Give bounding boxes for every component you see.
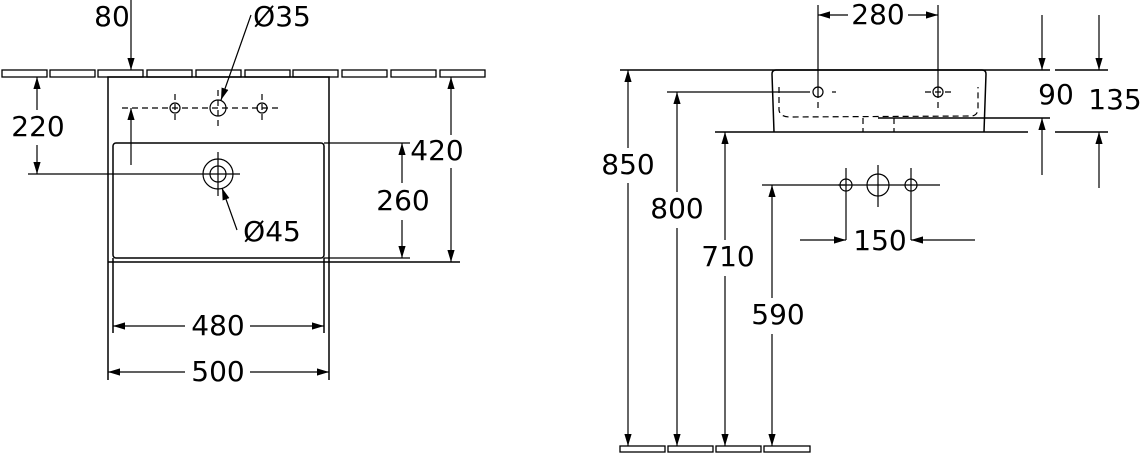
dim-150: 150 bbox=[853, 224, 906, 257]
basin-outline bbox=[107, 76, 460, 380]
dim-tap-hole-diameter: Ø35 bbox=[253, 0, 311, 33]
dim-260: 260 bbox=[376, 184, 429, 217]
dim-480: 480 bbox=[191, 309, 244, 342]
dim-420: 420 bbox=[410, 134, 463, 167]
drain-hole bbox=[28, 152, 240, 196]
dim-710: 710 bbox=[701, 240, 754, 273]
dim-90: 90 bbox=[1038, 78, 1074, 111]
basin-profile bbox=[771, 69, 987, 133]
dim-135: 135 bbox=[1088, 83, 1140, 116]
dim-850: 850 bbox=[601, 148, 654, 181]
wall-tap-holes bbox=[838, 165, 940, 240]
dim-drain-diameter: Ø45 bbox=[243, 215, 301, 248]
dim-590: 590 bbox=[751, 298, 804, 331]
side-view: 280 90 135 850 800 710 590 bbox=[601, 0, 1140, 453]
wall-tiles bbox=[1, 69, 486, 78]
dim-280: 280 bbox=[851, 0, 904, 31]
dim-220: 220 bbox=[11, 110, 64, 143]
front-view: 80 Ø35 220 Ø45 260 420 480 500 bbox=[1, 0, 486, 388]
floor-tiles bbox=[619, 445, 811, 453]
tap-holes bbox=[122, 90, 280, 126]
dim-800: 800 bbox=[650, 192, 703, 225]
dim-80: 80 bbox=[94, 0, 130, 33]
dim-500: 500 bbox=[191, 355, 244, 388]
